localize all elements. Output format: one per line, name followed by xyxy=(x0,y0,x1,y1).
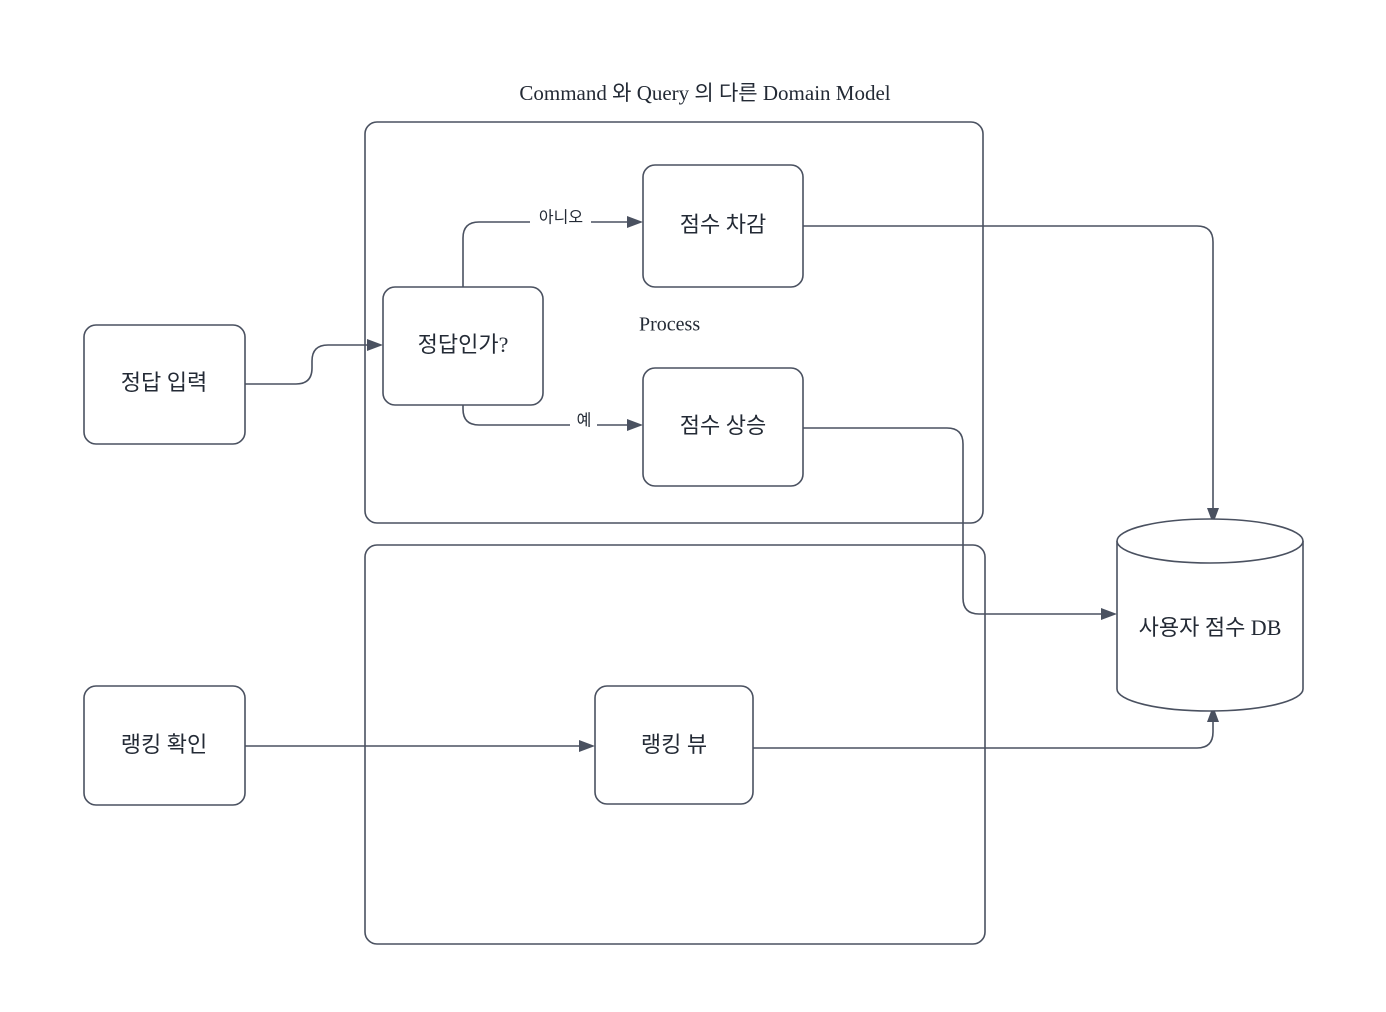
node-score-db[interactable]: 사용자 점수 DB xyxy=(1116,518,1304,712)
arrowhead-to-score-deduct xyxy=(627,216,643,228)
node-score-deduct-box[interactable] xyxy=(642,164,804,288)
node-is-correct-label: 정답인가? xyxy=(418,332,509,357)
arrowhead-db-top xyxy=(1207,508,1219,524)
edge-ranking-view-to-db xyxy=(753,722,1214,749)
edge-score-deduct-to-db xyxy=(803,225,1214,508)
node-ranking-view-box[interactable] xyxy=(594,685,754,805)
node-ranking-view[interactable]: 랭킹 뷰 xyxy=(594,685,754,805)
node-ranking-check-label: 랭킹 확인 xyxy=(121,732,207,757)
edge-label-yes: 예 xyxy=(577,412,592,430)
page-title: Command 와 Query 의 다른 Domain Model xyxy=(519,81,890,105)
node-answer-input-label: 정답 입력 xyxy=(121,370,207,395)
arrowhead-to-ranking-view xyxy=(579,740,595,752)
node-ranking-view-label: 랭킹 뷰 xyxy=(641,732,707,757)
node-ranking-check[interactable]: 랭킹 확인 xyxy=(83,685,246,806)
node-score-increase-label: 점수 상승 xyxy=(680,413,766,438)
group-label-process: Process xyxy=(639,314,700,336)
edge-label-no: 아니오 xyxy=(539,209,583,227)
node-score-db-label: 사용자 점수 DB xyxy=(1139,615,1282,640)
node-score-increase-box[interactable] xyxy=(642,367,804,487)
edge-decision-no-stem xyxy=(462,221,530,287)
node-answer-input[interactable]: 정답 입력 xyxy=(83,324,246,445)
edge-answer-input-to-decision xyxy=(245,344,368,385)
node-score-db-cylinder-body[interactable] xyxy=(1116,518,1304,712)
group-container-process xyxy=(364,121,984,524)
edge-decision-yes-stem xyxy=(462,405,570,426)
arrowhead-to-score-increase xyxy=(627,419,643,431)
edge-score-increase-to-db xyxy=(803,427,1101,615)
arrowhead-db-bottom xyxy=(1207,706,1219,722)
node-answer-input-box[interactable] xyxy=(83,324,246,445)
arrowhead-db-left xyxy=(1101,608,1117,620)
node-is-correct-decision[interactable]: 정답인가? xyxy=(382,286,544,406)
node-is-correct-box[interactable] xyxy=(382,286,544,406)
node-score-deduct-label: 점수 차감 xyxy=(680,212,766,237)
node-ranking-check-box[interactable] xyxy=(83,685,246,806)
node-score-deduct[interactable]: 점수 차감 xyxy=(642,164,804,288)
node-score-increase[interactable]: 점수 상승 xyxy=(642,367,804,487)
group-container-query xyxy=(364,544,986,945)
arrowhead-to-decision xyxy=(367,339,383,351)
node-score-db-cylinder-top xyxy=(1116,540,1304,564)
